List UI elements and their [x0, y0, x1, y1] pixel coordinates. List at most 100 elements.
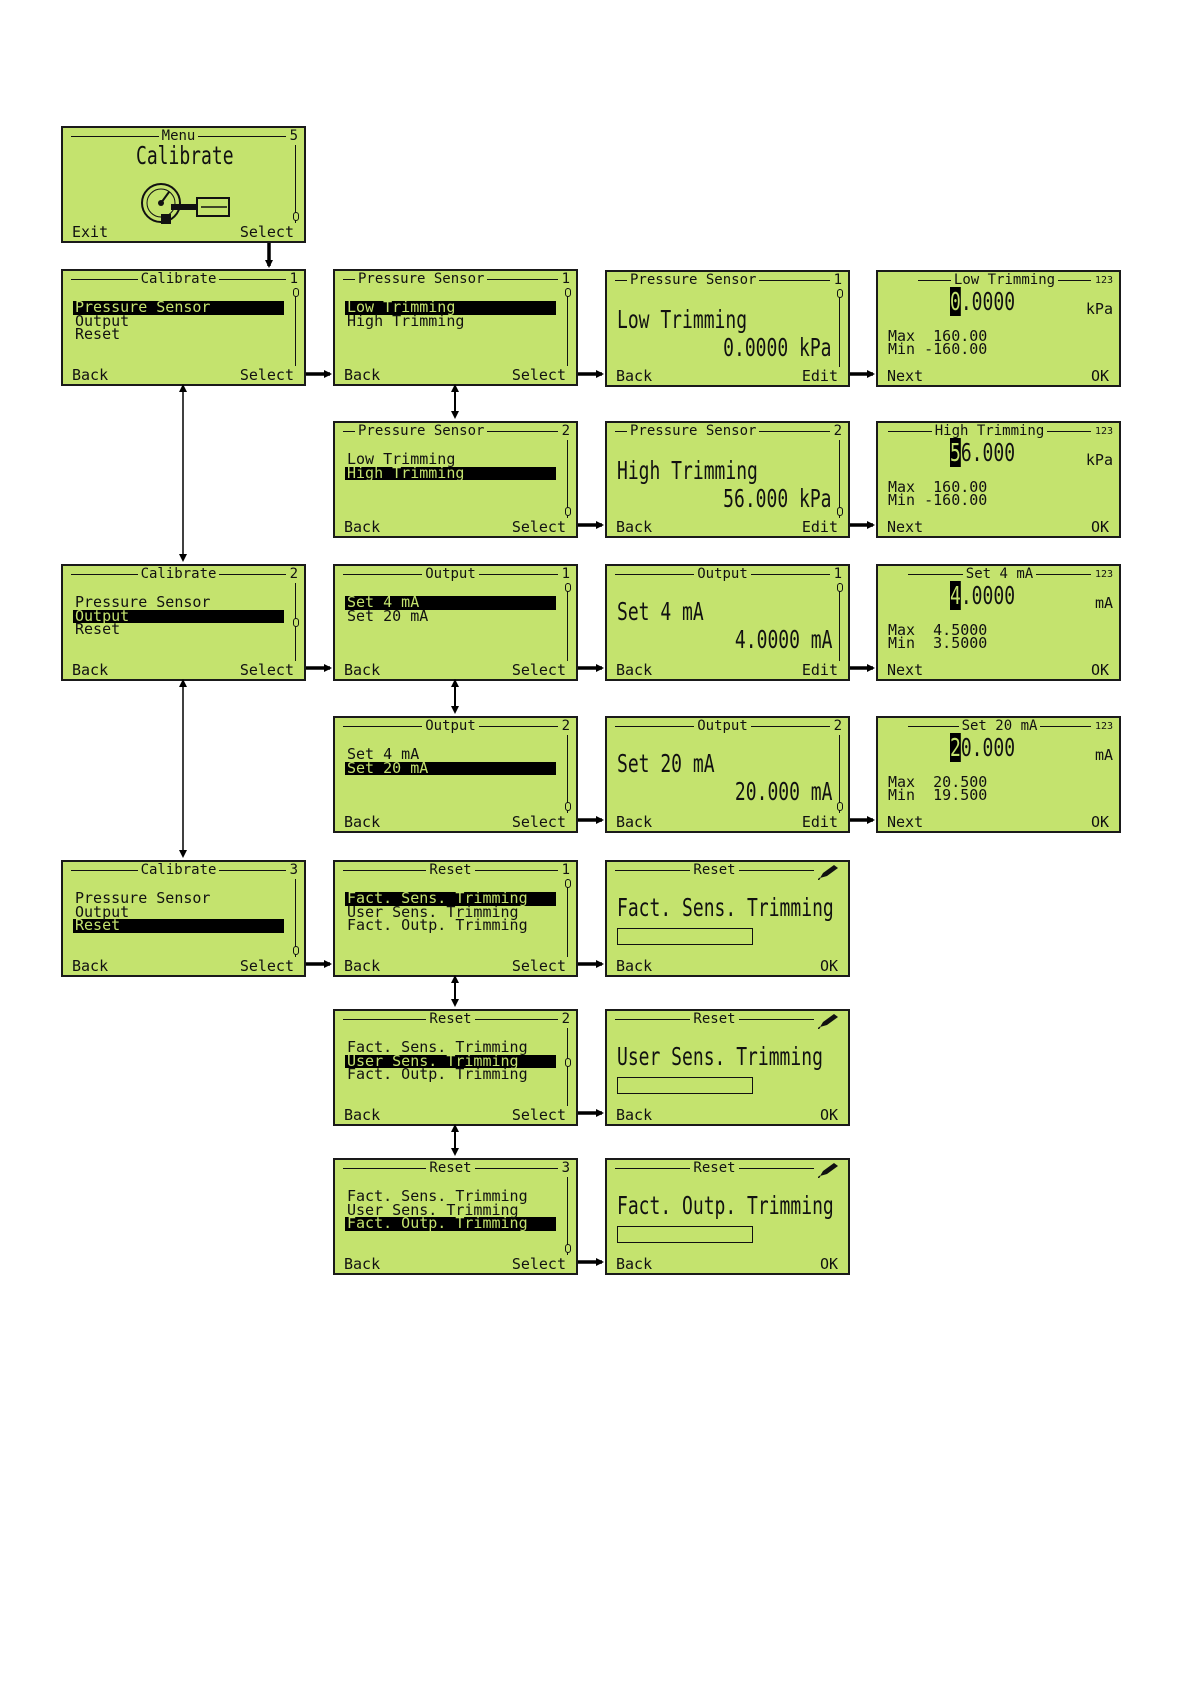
softkey-left[interactable]: Next: [887, 813, 924, 831]
edit-value[interactable]: 4.0000: [950, 581, 1016, 610]
softkey-left[interactable]: Next: [887, 367, 924, 385]
list-item[interactable]: High Trimming: [345, 465, 556, 480]
list-item[interactable]: Fact. Outp. Trimming: [347, 1065, 528, 1083]
softkey-left[interactable]: Back: [616, 813, 653, 831]
list-item[interactable]: Reset: [75, 325, 121, 343]
softkey-right[interactable]: Edit: [801, 367, 838, 385]
softkey-left[interactable]: Back: [72, 957, 109, 975]
softkey-right[interactable]: Select: [511, 518, 566, 536]
list-item[interactable]: Fact. Sens. Trimming: [347, 1038, 528, 1056]
softkey-right[interactable]: OK: [819, 957, 838, 975]
list-item[interactable]: User Sens. Trimming: [347, 1200, 519, 1219]
scrollbar: [839, 440, 840, 518]
lcd-header: Reset: [615, 1160, 814, 1176]
numeric-mode-icon: 123: [1094, 426, 1113, 437]
menu-label: Calibrate: [136, 141, 234, 170]
list-item[interactable]: Pressure Sensor: [73, 300, 284, 315]
max-label: Max 20.500: [888, 773, 988, 791]
scrollbar-knob: [837, 289, 843, 298]
list-item[interactable]: Output: [75, 311, 130, 330]
edit-value[interactable]: 56.000: [950, 438, 1015, 467]
list-item[interactable]: Fact. Sens. Trimming: [345, 891, 556, 906]
lcd-header: Set 4 mA: [908, 566, 1091, 582]
edit-value-rest: .0000: [960, 581, 1016, 610]
softkey-left[interactable]: Back: [616, 1255, 653, 1273]
softkey-right[interactable]: Select: [511, 661, 566, 679]
list-item[interactable]: Output: [73, 608, 284, 623]
softkey-left[interactable]: Back: [616, 661, 653, 679]
softkey-right[interactable]: OK: [1090, 813, 1109, 831]
list-item[interactable]: Set 4 mA: [347, 745, 420, 763]
list-item[interactable]: Low Trimming: [345, 300, 556, 315]
screen-title: Reset: [429, 1011, 472, 1027]
lcd-pressure-value-2: Pressure Sensor 2 High Trimming 56.000 k…: [605, 421, 850, 538]
menu-list: Low Trimming High Trimming: [345, 450, 556, 480]
screen-index: 1: [561, 271, 570, 287]
softkey-left[interactable]: Back: [344, 813, 381, 831]
softkey-left[interactable]: Next: [887, 661, 924, 679]
softkey-right[interactable]: Select: [239, 223, 294, 241]
list-item[interactable]: Fact. Outp. Trimming: [345, 1216, 556, 1231]
softkey-right[interactable]: Select: [511, 813, 566, 831]
list-item[interactable]: Pressure Sensor: [75, 889, 211, 907]
softkey-left[interactable]: Back: [616, 957, 653, 975]
softkey-right[interactable]: OK: [1090, 367, 1109, 385]
edit-value[interactable]: 20.000: [950, 733, 1015, 762]
scrollbar-knob: [837, 583, 843, 592]
screen-title: Menu: [161, 128, 196, 144]
softkey-right[interactable]: OK: [1090, 518, 1109, 536]
softkey-left[interactable]: Back: [344, 1255, 381, 1273]
list-item[interactable]: Reset: [73, 918, 284, 933]
list-item[interactable]: High Trimming: [347, 311, 465, 330]
lcd-header: Menu: [71, 128, 286, 144]
edit-cursor: 5: [950, 438, 961, 467]
softkey-left[interactable]: Back: [344, 366, 381, 384]
softkey-right[interactable]: Edit: [801, 813, 838, 831]
max-label: Max 160.00: [888, 478, 988, 496]
softkey-left[interactable]: Back: [344, 1106, 381, 1124]
lcd-header: Reset: [615, 1011, 814, 1027]
list-item[interactable]: User Sens. Trimming: [345, 1053, 556, 1068]
softkey-right[interactable]: OK: [819, 1255, 838, 1273]
softkey-left[interactable]: Back: [616, 518, 653, 536]
softkey-right[interactable]: Select: [511, 1255, 566, 1273]
lcd-edit-set-4ma: Set 4 mA 123 4.0000 mA Max 4.5000 Min 3.…: [876, 564, 1121, 681]
softkey-left[interactable]: Back: [72, 366, 109, 384]
softkey-left[interactable]: Back: [616, 1106, 653, 1124]
pencil-icon: [818, 1163, 838, 1178]
softkey-left[interactable]: Exit: [72, 223, 109, 241]
softkey-right[interactable]: OK: [1090, 661, 1109, 679]
softkey-right[interactable]: Select: [239, 661, 294, 679]
softkey-left[interactable]: Back: [344, 518, 381, 536]
menu-list: Pressure Sensor Output Reset: [73, 889, 284, 933]
list-item[interactable]: Low Trimming: [347, 450, 456, 468]
softkey-left[interactable]: Back: [344, 957, 381, 975]
list-item[interactable]: Pressure Sensor: [75, 593, 211, 611]
softkey-right[interactable]: Select: [511, 957, 566, 975]
list-item[interactable]: Set 4 mA: [345, 595, 556, 610]
list-item[interactable]: Set 20 mA: [347, 606, 429, 625]
softkey-right[interactable]: Select: [511, 1106, 566, 1124]
list-item[interactable]: User Sens. Trimming: [347, 902, 519, 921]
list-item[interactable]: Output: [75, 902, 130, 921]
softkey-right[interactable]: Edit: [801, 518, 838, 536]
softkey-left[interactable]: Back: [616, 367, 653, 385]
softkey-left[interactable]: Back: [344, 661, 381, 679]
edit-value[interactable]: 0.0000: [950, 287, 1015, 316]
softkey-right[interactable]: OK: [819, 1106, 838, 1124]
list-item[interactable]: Fact. Outp. Trimming: [347, 916, 528, 934]
softkey-right[interactable]: Select: [511, 366, 566, 384]
scrollbar: [567, 1177, 568, 1255]
gauge-screwdriver-icon: [141, 183, 230, 224]
list-item[interactable]: Reset: [75, 620, 121, 638]
softkey-left[interactable]: Back: [72, 661, 109, 679]
list-item[interactable]: Fact. Sens. Trimming: [347, 1187, 528, 1205]
lcd-header: Pressure Sensor: [615, 272, 830, 288]
softkey-right[interactable]: Edit: [801, 661, 838, 679]
value-label: Low Trimming: [617, 305, 748, 334]
list-item[interactable]: Set 20 mA: [345, 760, 556, 775]
value-readout: 0.0000 kPa: [723, 333, 832, 362]
softkey-right[interactable]: Select: [239, 366, 294, 384]
softkey-left[interactable]: Next: [887, 518, 924, 536]
softkey-right[interactable]: Select: [239, 957, 294, 975]
